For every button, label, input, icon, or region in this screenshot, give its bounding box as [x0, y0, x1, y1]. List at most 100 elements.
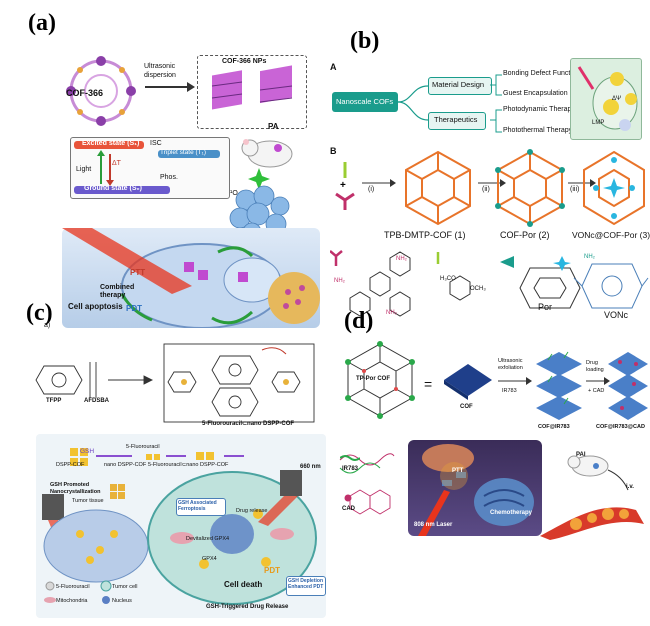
- laser-label: 808 nm Laser: [414, 522, 453, 528]
- afdsba-label: AFDSBA: [84, 398, 109, 404]
- tp-por-framework: [345, 341, 415, 419]
- nano-dspp-label: nano DSPP-COF: [104, 462, 147, 468]
- material-design-box: [428, 77, 492, 95]
- light-arrows: [97, 150, 114, 186]
- therapeutics-label: Therapeutics: [434, 115, 478, 124]
- b-nh2-por: NH₂: [584, 254, 595, 260]
- cof-ir783-label: COF@IR783: [538, 424, 570, 430]
- step-i: (i): [368, 186, 375, 193]
- therapeutics-box: [428, 112, 486, 130]
- nanoscale-cofs-label: Nanoscale COFs: [336, 97, 394, 106]
- b-och3: OCH₃: [470, 286, 486, 292]
- tp-por-label: TP-Por COF: [356, 376, 390, 382]
- mindmap-leaf-connectors: [490, 74, 502, 133]
- mouse-icon: [241, 139, 293, 168]
- b-sub-b: B: [330, 146, 337, 156]
- d-vessel-graphic: [540, 455, 644, 540]
- ir783-label: IR783: [342, 466, 359, 472]
- c-reaction-scheme: [35, 343, 315, 423]
- iv-label: i.v.: [626, 484, 634, 490]
- cof366-nps-label: COF-366 NPs: [222, 58, 267, 65]
- c-bio-scene-graphic: [42, 448, 317, 605]
- c-sub-a: a): [44, 322, 51, 329]
- inset-delta-psi: ΔΨ: [612, 96, 622, 102]
- arrow-i: [362, 179, 396, 187]
- panel-b-letter: (b): [350, 28, 380, 54]
- triggered-release-label: GSH-Triggered Drug Release: [206, 604, 289, 610]
- c-product-label: 5-Fluorouracil⊂nano DSPP-COF: [202, 421, 295, 427]
- c-pdt-label: PDT: [264, 566, 280, 575]
- a-ptt-label: PTT: [130, 268, 146, 277]
- inset-lmp: LMP: [592, 120, 605, 126]
- tfpp-label: TFPP: [46, 398, 62, 404]
- cof-ir783-stack: [536, 351, 582, 420]
- triplet-state-bar: [158, 150, 220, 158]
- equals-sign: =: [424, 376, 433, 392]
- gsh-label: GSH: [80, 448, 95, 455]
- exfoliation-arrow: [498, 377, 532, 385]
- b-monomers: +: [335, 162, 355, 210]
- cof366-label: COF-366: [66, 88, 104, 98]
- drug-loading-arrow: [586, 377, 610, 385]
- gpx4-label: GPX4: [202, 556, 217, 562]
- b-chemical-structures: [330, 250, 649, 317]
- cad-label: CAD: [342, 506, 355, 512]
- pai-label: PAI: [576, 452, 586, 458]
- step-ii: (ii): [482, 186, 490, 193]
- tumor-scene-graphic: [62, 228, 320, 328]
- cell-death-label: Cell death: [224, 580, 263, 589]
- ground-state-bar: [74, 186, 170, 194]
- a-pdt-label: PDT: [126, 304, 142, 313]
- delta-t-label: ΔT: [112, 160, 121, 167]
- cof1-hexgrid: [405, 150, 471, 226]
- panel-c-letter: (c): [26, 300, 53, 326]
- cof2-label: COF-Por (2): [500, 230, 550, 240]
- cof1-label: TPB-DMTP-COF (1): [384, 230, 466, 240]
- ir783-swatch: [340, 455, 360, 461]
- devitalized-gpx4-label: Devitalized GPX4: [186, 536, 230, 542]
- d-tumor-scene-graphic: [418, 444, 534, 536]
- leaf-bonding-defect: Bonding Defect Functionalization: [503, 70, 606, 77]
- material-design-label: Material Design: [432, 80, 485, 89]
- exfoliation-label: Ultrasonic exfoliation: [498, 358, 523, 371]
- cof366-nps-box: [197, 55, 307, 129]
- legend-nucleus: Nucleus: [112, 598, 132, 604]
- b-nh2-bottom: NH₂: [386, 310, 397, 316]
- phos-label: Phos.: [160, 174, 178, 181]
- cof-sheet: [444, 364, 492, 400]
- nm660-label: 660 nm: [300, 464, 321, 470]
- ferroptosis-box: [176, 498, 226, 516]
- cof366-framework: [66, 56, 136, 126]
- legend-mitochondria: Mitochondria: [56, 598, 88, 604]
- cof-ir783-cad-stack: [608, 352, 648, 420]
- singlet-oxygen-icon: [248, 168, 270, 190]
- cof3-label: VONc@COF-Por (3): [572, 230, 650, 240]
- panel-a-letter: (a): [28, 10, 56, 36]
- mindmap-connectors: [398, 85, 428, 121]
- cof-ir783-cad-label: COF@IR783@CAD: [596, 424, 645, 430]
- legend-tumor-cell: Tumor cell: [112, 584, 138, 590]
- leaf-photothermal: Photothermal Therapy: [503, 127, 573, 134]
- arrow-ii: [478, 179, 506, 187]
- step-iii: (iii): [570, 186, 580, 193]
- panel-d-letter: (d): [344, 308, 374, 334]
- dispersion-arrow: [145, 82, 195, 92]
- pa-label: PA: [268, 122, 279, 131]
- nanoscale-cofs-box: [332, 92, 398, 112]
- b-nh2-left: NH₂: [334, 278, 345, 284]
- dispersion-label: Ultrasonic dispersion: [144, 63, 176, 79]
- nps-crystals: [211, 65, 293, 110]
- light-label: Light: [76, 166, 92, 173]
- plus-cad-label: + CAD: [588, 388, 605, 394]
- cad-swatch: [344, 494, 352, 502]
- b-h3co: H₃CO: [440, 276, 456, 282]
- b-inset-cell: [570, 58, 642, 140]
- svg-text:+: +: [340, 180, 346, 191]
- chemotherapy-label: Chemotherapy: [490, 510, 533, 516]
- triplet-state-label: Triplet state (T₁): [160, 149, 207, 156]
- legend-5fu: 5-Fluorouracil: [56, 584, 90, 590]
- isc-label: ISC: [150, 140, 162, 147]
- arrow-iii: [568, 179, 596, 187]
- combined-therapy-label: Combined therapy: [100, 284, 135, 299]
- b-inset-graphic: [577, 66, 638, 131]
